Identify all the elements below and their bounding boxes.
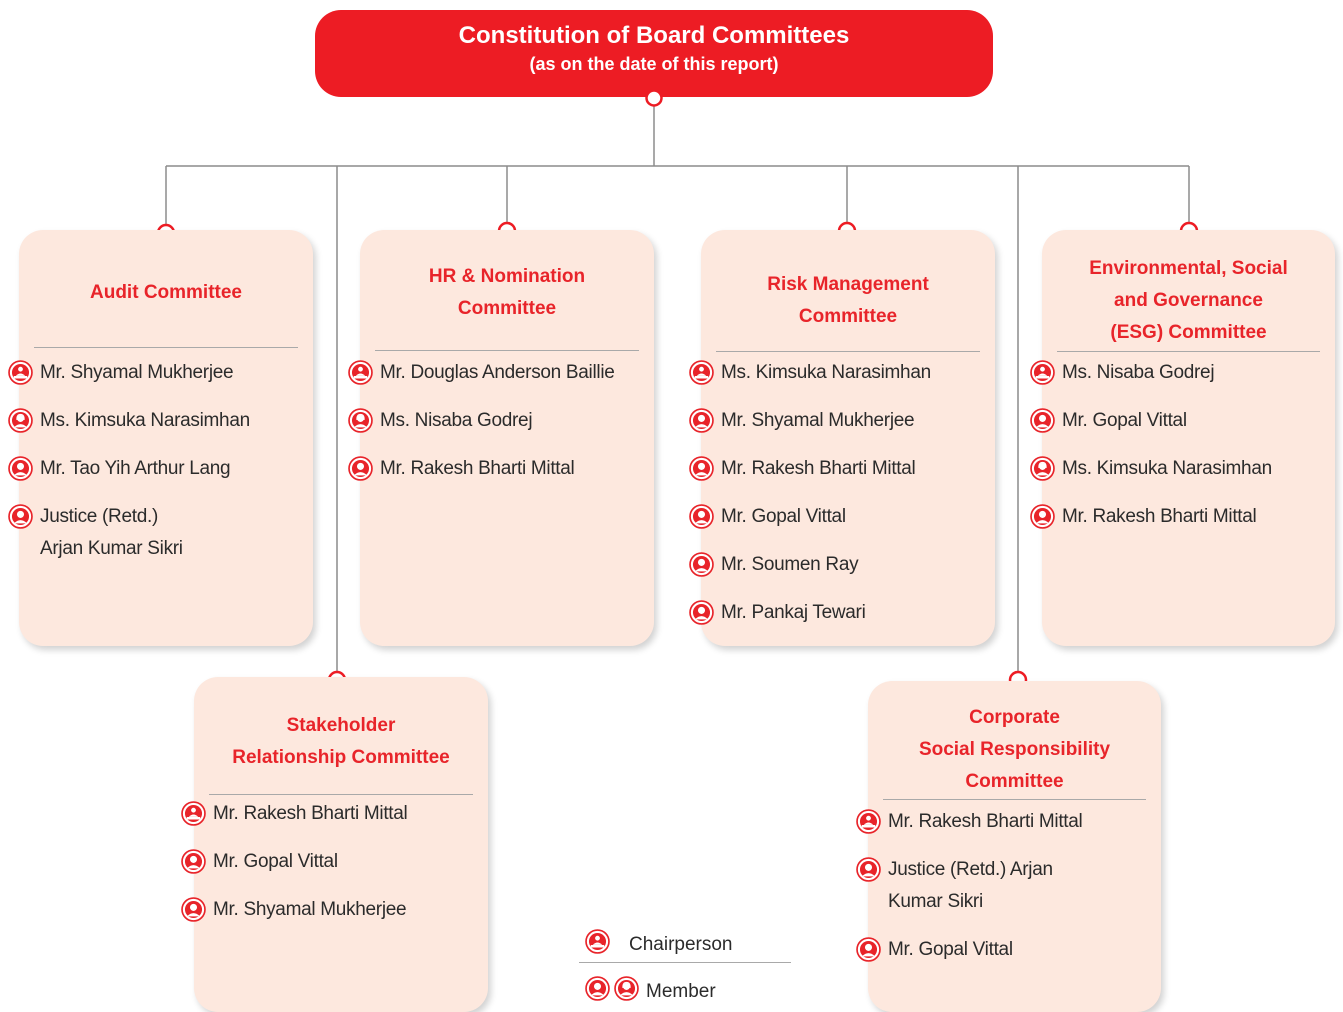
member-name: Ms. Nisaba Godrej: [380, 410, 533, 431]
legend-chairperson-icon: [585, 929, 610, 954]
chairperson-icon: [181, 801, 206, 826]
committee-divider: [375, 350, 639, 351]
member-row: Mr. Shyamal Mukherjee: [181, 894, 407, 926]
member-male-icon: [348, 456, 373, 481]
member-row: Mr. Soumen Ray: [689, 549, 859, 581]
member-name: Mr. Gopal Vittal: [888, 939, 1013, 960]
member-name: Justice (Retd.) Arjan Kumar Sikri: [40, 506, 183, 559]
member-row: Mr. Gopal Vittal: [181, 846, 338, 878]
member-male-icon: [8, 456, 33, 481]
member-name: Mr. Rakesh Bharti Mittal: [380, 458, 575, 479]
member-male-icon: [856, 937, 881, 962]
chairperson-row: Ms. Kimsuka Narasimhan: [689, 357, 931, 389]
committee-title: Environmental, Social and Governance (ES…: [1089, 258, 1288, 343]
member-row: Mr. Rakesh Bharti Mittal: [1030, 501, 1257, 533]
member-row: Justice (Retd.) Arjan Kumar Sikri: [856, 854, 1053, 918]
member-row: Mr. Shyamal Mukherjee: [689, 405, 915, 437]
member-female-icon: [8, 408, 33, 433]
member-name: Mr. Shyamal Mukherjee: [213, 899, 407, 920]
member-name: Mr. Rakesh Bharti Mittal: [213, 803, 408, 824]
chairperson-icon: [856, 809, 881, 834]
member-male-icon: [8, 504, 33, 529]
member-name: Ms. Kimsuka Narasimhan: [40, 410, 250, 431]
member-male-icon: [181, 849, 206, 874]
chairperson-icon: [689, 360, 714, 385]
committee-card-risk: Risk Management Committee: [701, 230, 995, 646]
legend-member-label: Member: [646, 981, 716, 1002]
committee-divider: [1057, 351, 1320, 352]
member-name: Mr. Shyamal Mukherjee: [40, 362, 234, 383]
member-row: Mr. Rakesh Bharti Mittal: [689, 453, 916, 485]
member-male-icon: [689, 456, 714, 481]
member-row: Mr. Gopal Vittal: [856, 934, 1013, 966]
member-row: Ms. Nisaba Godrej: [348, 405, 533, 437]
chairperson-icon: [8, 360, 33, 385]
legend-chairperson-label: Chairperson: [629, 934, 733, 955]
diagram-subtitle: (as on the date of this report): [529, 54, 779, 74]
committee-divider: [34, 347, 298, 348]
member-name: Mr. Rakesh Bharti Mittal: [721, 458, 916, 479]
member-name: Ms. Nisaba Godrej: [1062, 362, 1215, 383]
member-row: Mr. Pankaj Tewari: [689, 597, 866, 629]
member-name: Mr. Gopal Vittal: [1062, 410, 1187, 431]
member-male-icon: [1030, 504, 1055, 529]
member-name: Mr. Gopal Vittal: [721, 506, 846, 527]
member-female-icon: [348, 408, 373, 433]
member-male-icon: [689, 408, 714, 433]
member-row: Mr. Gopal Vittal: [689, 501, 846, 533]
member-name: Mr. Soumen Ray: [721, 554, 859, 575]
committee-card-hr-nomination: HR & Nomination Committee: [360, 230, 654, 646]
member-name: Mr. Rakesh Bharti Mittal: [888, 811, 1083, 832]
committee-title: Audit Committee: [90, 282, 242, 303]
committee-card-stakeholder: Stakeholder Relationship Committee: [194, 677, 488, 1012]
member-row: Ms. Kimsuka Narasimhan: [1030, 453, 1272, 485]
member-female-icon: [1030, 456, 1055, 481]
member-row: Mr. Tao Yih Arthur Lang: [8, 453, 231, 485]
member-name: Mr. Douglas Anderson Baillie: [380, 362, 615, 383]
member-name: Mr. Pankaj Tewari: [721, 602, 866, 623]
legend-member-male-icon: [585, 976, 610, 1001]
committee-divider: [209, 794, 473, 795]
member-male-icon: [689, 552, 714, 577]
member-name: Justice (Retd.) Arjan Kumar Sikri: [888, 859, 1053, 912]
committee-title: Risk Management Committee: [767, 274, 929, 327]
member-row: Mr. Rakesh Bharti Mittal: [348, 453, 575, 485]
member-male-icon: [689, 600, 714, 625]
member-male-icon: [856, 857, 881, 882]
chairperson-icon: [1030, 360, 1055, 385]
committee-card-audit: Audit Committee: [19, 230, 313, 646]
committee-card-esg: Environmental, Social and Governance (ES…: [1042, 230, 1335, 646]
legend-divider: [579, 962, 791, 963]
member-name: Ms. Kimsuka Narasimhan: [1062, 458, 1272, 479]
member-row: Mr. Gopal Vittal: [1030, 405, 1187, 437]
member-name: Ms. Kimsuka Narasimhan: [721, 362, 931, 383]
member-name: Mr. Tao Yih Arthur Lang: [40, 458, 231, 479]
legend-member-female-icon: [614, 976, 639, 1001]
diagram-title: Constitution of Board Committees: [458, 22, 850, 49]
member-name: Mr. Rakesh Bharti Mittal: [1062, 506, 1257, 527]
chairperson-row: Mr. Rakesh Bharti Mittal: [856, 806, 1083, 838]
committee-title: Corporate Social Responsibility Committe…: [918, 707, 1111, 792]
member-male-icon: [689, 504, 714, 529]
committee-title: Stakeholder Relationship Committee: [232, 715, 450, 768]
chairperson-row: Ms. Nisaba Godrej: [1030, 357, 1215, 389]
member-male-icon: [1030, 408, 1055, 433]
member-row: Justice (Retd.) Arjan Kumar Sikri: [8, 501, 183, 565]
member-row: Ms. Kimsuka Narasimhan: [8, 405, 250, 437]
member-name: Mr. Gopal Vittal: [213, 851, 338, 872]
committee-card-csr: Corporate Social Responsibility Committe…: [868, 681, 1161, 1012]
diagram-header: Constitution of Board Committees (as on …: [315, 10, 993, 97]
committee-title: HR & Nomination Committee: [428, 266, 586, 319]
member-male-icon: [181, 897, 206, 922]
member-name: Mr. Shyamal Mukherjee: [721, 410, 915, 431]
chairperson-row: Mr. Rakesh Bharti Mittal: [181, 798, 408, 830]
chairperson-icon: [348, 360, 373, 385]
committee-divider: [716, 351, 980, 352]
chairperson-row: Mr. Douglas Anderson Baillie: [348, 357, 615, 389]
committee-divider: [883, 799, 1146, 800]
chairperson-row: Mr. Shyamal Mukherjee: [8, 357, 234, 389]
